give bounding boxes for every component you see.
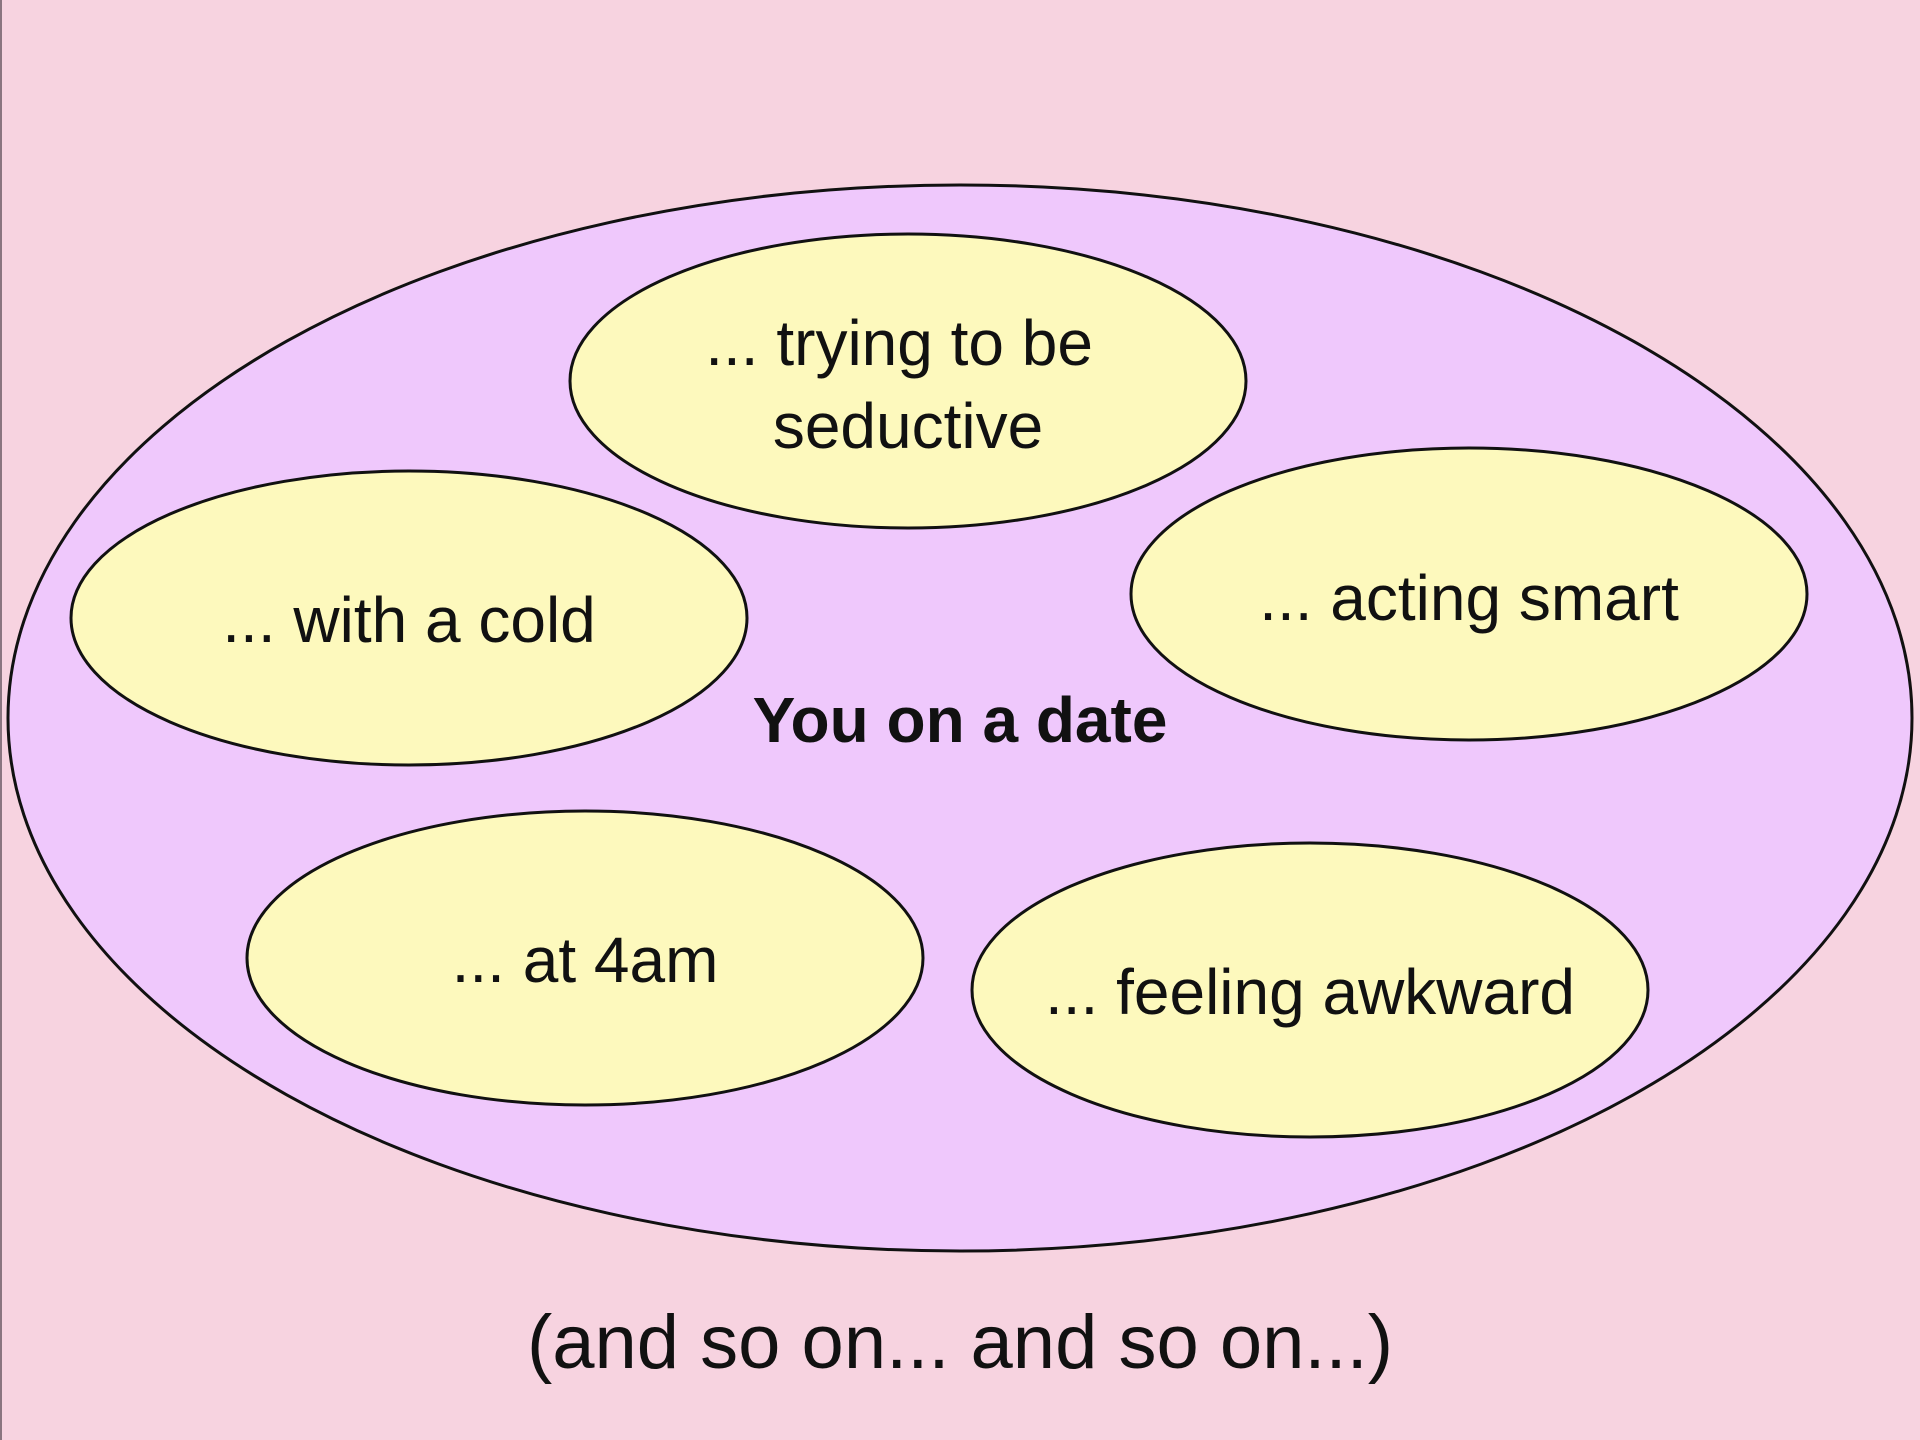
sub-node-awkward: ... feeling awkward: [970, 841, 1650, 1139]
sub-node-label-line: seductive: [773, 390, 1043, 462]
sub-node-ellipse: [245, 809, 925, 1107]
sub-node-label: ... acting smart: [1259, 562, 1679, 634]
sub-node-ellipse: [970, 841, 1650, 1139]
sub-node-ellipse: [69, 469, 749, 767]
main-label: You on a date: [753, 684, 1168, 756]
sub-node-cold: ... with a cold: [69, 469, 749, 767]
sub-node-4am: ... at 4am: [245, 809, 925, 1107]
sub-node-label-line: ... trying to be: [705, 307, 1093, 379]
sub-node-label: ... feeling awkward: [1045, 956, 1575, 1028]
sub-node-seductive: ... trying to be seductive: [568, 232, 1248, 530]
sub-node-label: ... at 4am: [452, 924, 719, 996]
svg-text:... trying to be seducti: ... trying to be seductive: [705, 307, 1111, 462]
sub-node-label: ... with a cold: [222, 584, 596, 656]
sub-node-ellipse: [568, 232, 1248, 530]
sub-node-ellipse: [1129, 446, 1809, 742]
left-edge-line: [0, 0, 2, 1440]
footer-text: (and so on... and so on...): [527, 1300, 1393, 1385]
sub-node-smart: ... acting smart: [1129, 446, 1809, 742]
